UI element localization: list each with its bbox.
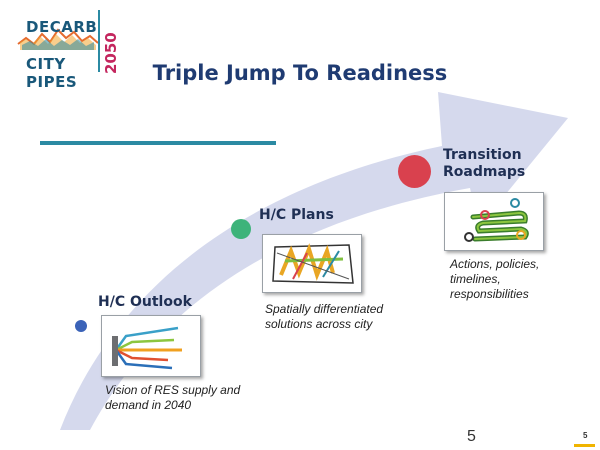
logo-skyline-icon	[17, 10, 100, 72]
step-label-roadmaps: Transition Roadmaps	[443, 147, 526, 180]
step-label-outlook: H/C Outlook	[98, 294, 192, 310]
logo-text-line1: DECARB	[26, 18, 98, 36]
logo-text-line2: CITY PIPES	[26, 55, 78, 91]
slide-title: Triple Jump To Readiness	[152, 61, 448, 85]
plans-card	[262, 234, 362, 293]
outlook-description: Vision of RES supply and demand in 2040	[105, 383, 241, 412]
step-dot-plans	[231, 219, 251, 239]
step-dot-outlook	[75, 320, 87, 332]
corner-accent-bar	[574, 444, 595, 447]
roadmaps-description: Actions, policies, timelines, responsibi…	[450, 257, 540, 301]
outlook-card	[101, 315, 201, 377]
step-label-plans: H/C Plans	[259, 207, 334, 223]
step-dot-roadmaps	[398, 155, 431, 188]
outlook-flow-icon	[112, 326, 182, 370]
accent-bar	[40, 141, 276, 145]
roadmaps-card	[444, 192, 544, 251]
page-number: 5	[467, 428, 476, 445]
corner-page-number: 5	[583, 431, 588, 440]
city-map-icon	[272, 243, 354, 284]
roadmap-path-icon	[464, 198, 529, 242]
plans-description: Spatially differentiated solutions acros…	[265, 302, 384, 331]
decarb-city-pipes-logo: DECARB CITY PIPES 2050	[12, 8, 120, 91]
